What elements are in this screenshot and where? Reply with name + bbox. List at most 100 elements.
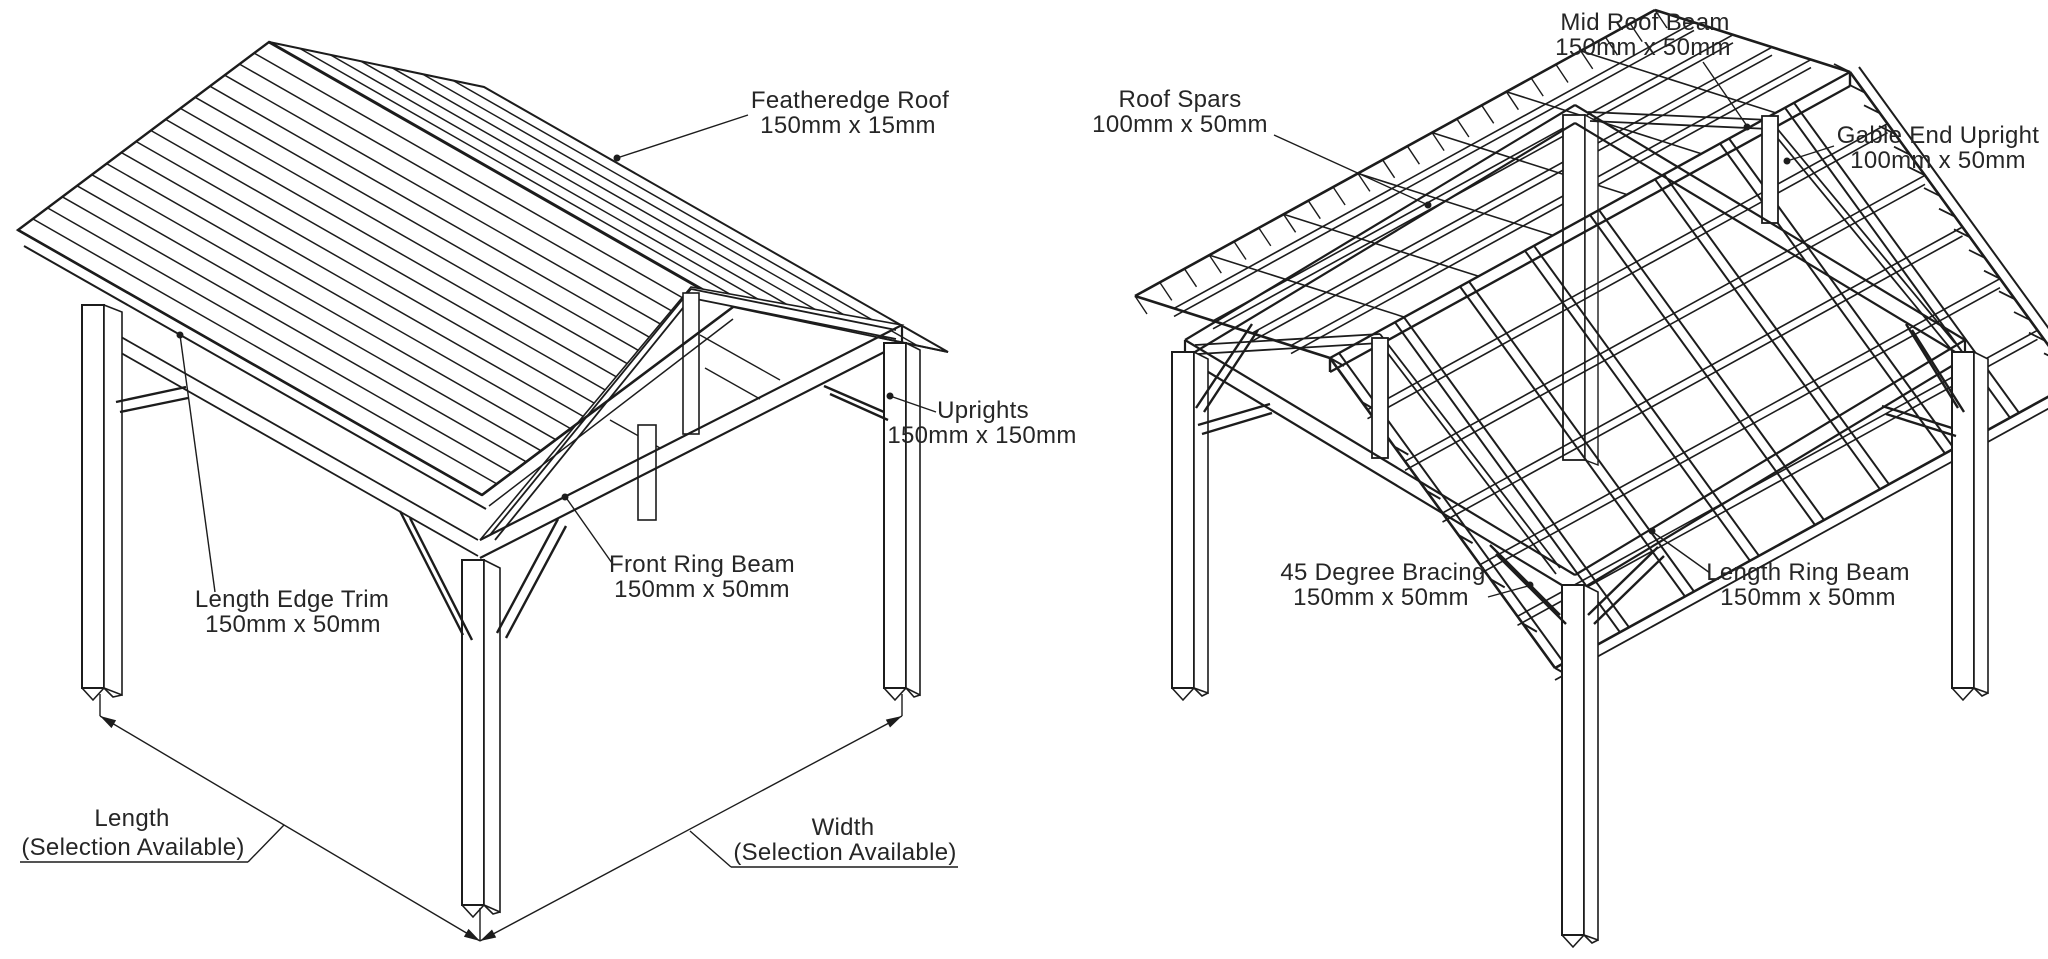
length-ring-beam-size: 150mm x 50mm — [1720, 584, 1896, 611]
length-arrowhead-right — [463, 928, 480, 941]
left-post-side — [103, 303, 123, 697]
front-ring-beam-leader — [566, 498, 613, 564]
uprights-leader — [889, 395, 937, 413]
front-ring-beam-label: Front Ring Beam — [609, 551, 795, 578]
length-edge-trim-label: Length Edge Trim — [195, 586, 389, 613]
labels-left-diagram: Featheredge Roof 150mm x 15mm Uprights 1… — [20, 87, 1076, 868]
front-post-side — [483, 558, 501, 914]
uprights-size: 150mm x 150mm — [887, 422, 1076, 449]
corner-braces — [115, 384, 889, 641]
frame-front-post-side — [1583, 583, 1599, 942]
length-dimension-note: (Selection Available) — [21, 834, 244, 861]
degree-bracing-label: 45 Degree Bracing — [1280, 559, 1485, 586]
featheredge-roof-label: Featheredge Roof — [751, 87, 949, 114]
gable-end-upright-leader — [1786, 145, 1835, 162]
gable-end-upright-rear — [1761, 115, 1779, 224]
frame-corner-braces — [1195, 323, 1966, 625]
front-ring-beam-leader-dot — [561, 493, 569, 501]
frame-left-post-side — [1193, 350, 1209, 695]
gable-end-upright-leader-dot — [1783, 157, 1791, 165]
leader-lines-left-diagram — [179, 114, 937, 868]
degree-bracing-leader-dot — [1526, 581, 1534, 589]
roof-spars-leader-dot — [1424, 201, 1432, 209]
length-label-leader — [247, 824, 285, 863]
length-arrowhead-left — [100, 716, 117, 729]
far-eave-edge — [1134, 8, 1656, 298]
right-post-tip — [883, 686, 921, 702]
front-ring-beam-size: 150mm x 50mm — [614, 576, 790, 603]
width-dimension-line — [479, 715, 903, 942]
gable-end-upright-left-drawing — [682, 292, 700, 435]
frame-upright-posts — [1171, 350, 1989, 949]
length-edge-trim-leader — [179, 334, 216, 593]
frame-front-post-tip — [1561, 933, 1599, 949]
width-arrowhead-right — [885, 716, 902, 728]
frame-front-post — [1561, 584, 1585, 936]
frame-left-post-tip — [1171, 686, 1209, 702]
mid-roof-beam-size: 150mm x 50mm — [1555, 34, 1731, 61]
gable-end-upright-label: Gable End Upright — [1837, 122, 2040, 149]
uprights-leader-dot — [886, 392, 894, 400]
frame-right-post-tip — [1951, 686, 1989, 702]
far-plane-featheredge — [1173, 21, 1812, 355]
featheredge-roof-size: 150mm x 15mm — [760, 112, 936, 139]
front-post — [461, 559, 485, 906]
length-dimension-label: Length — [94, 805, 169, 832]
degree-bracing-leader — [1487, 585, 1529, 598]
mid-roof-beam-leader-dot — [1743, 123, 1751, 131]
width-label-leader — [689, 830, 732, 868]
length-edge-trim-size: 150mm x 50mm — [205, 611, 381, 638]
left-gable-top-edge — [1134, 294, 1331, 360]
length-edge-trim-leader-dot — [176, 331, 184, 339]
far-roof-boards — [299, 47, 918, 347]
left-post-tip — [81, 686, 123, 702]
front-ring-beam — [479, 324, 904, 559]
frame-gazebo-drawing: Mid Roof Beam 150mm x 50mm Roof Spars 10… — [1092, 8, 2048, 949]
uprights-label: Uprights — [937, 397, 1029, 424]
covered-gazebo-drawing: Featheredge Roof 150mm x 15mm Uprights 1… — [15, 40, 1076, 942]
roof-ridge-edge — [268, 40, 734, 309]
upright-posts — [81, 303, 921, 919]
front-post-tip — [461, 903, 501, 919]
length-ring-beam-label: Length Ring Beam — [1706, 559, 1910, 586]
side-wall-beam — [99, 324, 479, 557]
back-post-side — [1584, 113, 1599, 467]
back-post — [1562, 114, 1586, 461]
far-verge-edge — [732, 306, 949, 353]
length-ring-beam-leader — [1653, 532, 1711, 574]
gable-end-upright-front — [1371, 337, 1389, 459]
mid-roof-beam-leader — [1702, 61, 1748, 127]
length-edge-trim-board — [23, 245, 487, 510]
length-dimension-line — [99, 715, 481, 942]
gable-spars — [489, 288, 897, 541]
leader-lines-right-diagram — [1273, 61, 1835, 598]
right-post-side — [905, 341, 921, 697]
front-verge-inner-edge — [488, 318, 734, 507]
featheredge-roof-leader-dot — [613, 154, 621, 162]
frame-right-post-side — [1973, 350, 1989, 695]
width-dimension-note: (Selection Available) — [733, 839, 956, 866]
labels-right-diagram: Mid Roof Beam 150mm x 50mm Roof Spars 10… — [1092, 9, 2039, 611]
featheredge-roof-leader — [616, 114, 749, 159]
width-dimension-label: Width — [812, 814, 875, 841]
frame-left-post — [1171, 351, 1195, 689]
roof-spars-leader — [1273, 134, 1429, 206]
right-verge-edge — [1848, 71, 2048, 348]
width-arrowhead-left — [480, 929, 497, 941]
right-gable-top-edge — [1654, 8, 1851, 74]
featheredge-end-hatching — [1134, 9, 1668, 315]
dimension-lines — [99, 694, 903, 942]
featheredge-roof-boards — [32, 52, 719, 485]
right-verge-board-ends — [1833, 63, 2048, 357]
roof-spars-label: Roof Spars — [1118, 86, 1241, 113]
ring-beams — [1183, 104, 1967, 594]
front-verge-edge — [481, 305, 734, 497]
roof-spars-size: 100mm x 50mm — [1092, 111, 1268, 138]
mid-roof-beam-label: Mid Roof Beam — [1560, 9, 1729, 36]
degree-bracing-size: 150mm x 50mm — [1293, 584, 1469, 611]
length-ring-beam-leader-dot — [1648, 527, 1656, 535]
eave-edge — [17, 228, 483, 497]
gable-end-upright-size: 100mm x 50mm — [1850, 147, 2026, 174]
